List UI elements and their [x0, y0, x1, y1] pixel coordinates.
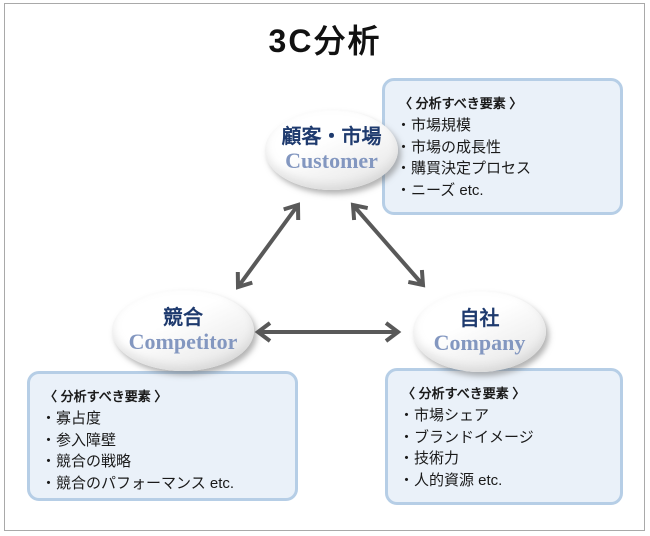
panel-competitor-elements: 〈 分析すべき要素 〉 ・寡占度 ・参入障壁 ・競合の戦略 ・競合のパフォーマン…: [27, 371, 298, 501]
bullet: ・: [41, 410, 57, 427]
list-item-label: 競合のパフォーマンス etc.: [56, 474, 235, 492]
list-item-label: 競合の戦略: [56, 453, 132, 470]
bullet: ・: [41, 431, 57, 449]
panel-list: ・市場規模 ・市場の成長性 ・購買決定プロセス ・ニーズ etc.: [396, 115, 618, 201]
panel-company-elements: 〈 分析すべき要素 〉 ・市場シェア ・ブランドイメージ ・技術力 ・人的資源 …: [385, 368, 623, 505]
bullet: ・: [396, 138, 412, 156]
list-item: ・市場規模: [396, 115, 618, 137]
bullet: ・: [396, 117, 412, 134]
list-item: ・購買決定プロセス: [396, 158, 618, 180]
panel-list: ・市場シェア ・ブランドイメージ ・技術力 ・人的資源 etc.: [399, 405, 618, 491]
arrow-customer-company: [350, 202, 426, 288]
node-competitor-label-jp: 競合: [163, 306, 203, 329]
bullet: ・: [399, 471, 415, 489]
list-item: ・寡占度: [41, 408, 293, 430]
arrow-competitor-company: [254, 321, 402, 343]
list-item-label: 人的資源 etc.: [414, 471, 503, 489]
arrow-customer-competitor: [235, 202, 301, 290]
list-item-label: ニーズ etc.: [411, 181, 484, 199]
list-item: ・人的資源 etc.: [399, 470, 618, 492]
node-company: 自社 Company: [413, 291, 546, 372]
list-item-label: 市場規模: [411, 117, 472, 134]
node-company-label-jp: 自社: [459, 307, 500, 330]
bullet: ・: [399, 407, 415, 424]
page-title: 3C分析: [268, 23, 382, 59]
node-competitor: 競合 Competitor: [112, 290, 254, 371]
node-customer-label-jp: 顧客・市場: [281, 126, 382, 149]
list-item: ・競合のパフォーマンス etc.: [41, 473, 293, 495]
panel-header: 〈 分析すべき要素 〉: [44, 389, 168, 404]
node-customer: 顧客・市場 Customer: [265, 110, 398, 190]
panel-header: 〈 分析すべき要素 〉: [399, 96, 523, 111]
list-item-label: 市場シェア: [414, 407, 490, 424]
bullet: ・: [396, 181, 412, 199]
bullet: ・: [396, 160, 412, 177]
panel-customer-elements: 〈 分析すべき要素 〉 ・市場規模 ・市場の成長性 ・購買決定プロセス ・ニーズ…: [382, 78, 623, 215]
list-item: ・競合の戦略: [41, 451, 293, 473]
list-item-label: 市場の成長性: [411, 138, 502, 156]
list-item-label: 技術力: [414, 450, 460, 467]
list-item: ・ニーズ etc.: [396, 180, 618, 202]
bullet: ・: [41, 453, 57, 470]
list-item: ・参入障壁: [41, 430, 293, 452]
list-item: ・市場の成長性: [396, 137, 618, 159]
panel-header: 〈 分析すべき要素 〉: [402, 386, 526, 401]
list-item: ・市場シェア: [399, 405, 618, 427]
list-item: ・ブランドイメージ: [399, 427, 618, 449]
bullet: ・: [41, 474, 57, 492]
bullet: ・: [399, 450, 415, 467]
node-company-label-en: Company: [433, 329, 526, 355]
node-customer-label-en: Customer: [285, 148, 378, 174]
list-item: ・技術力: [399, 448, 618, 470]
list-item-label: 購買決定プロセス: [411, 160, 532, 177]
list-item-label: 寡占度: [56, 410, 102, 427]
node-competitor-label-en: Competitor: [128, 328, 238, 354]
panel-list: ・寡占度 ・参入障壁 ・競合の戦略 ・競合のパフォーマンス etc.: [41, 408, 293, 494]
list-item-label: 参入障壁: [56, 431, 117, 449]
list-item-label: ブランドイメージ: [414, 428, 534, 446]
bullet: ・: [399, 428, 415, 446]
